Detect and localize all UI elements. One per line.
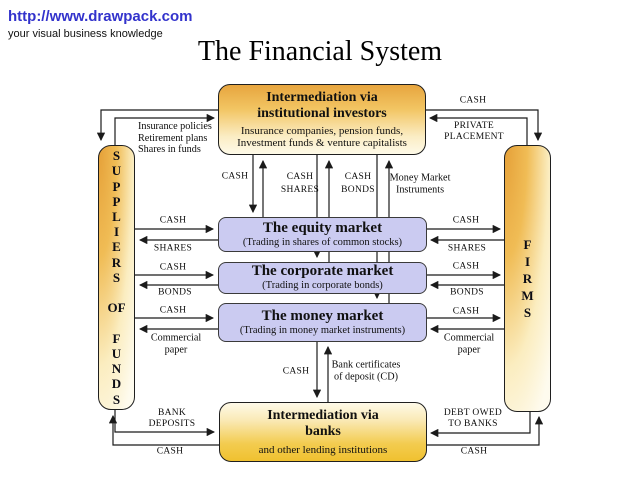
- site-tagline: your visual business knowledge: [8, 28, 163, 40]
- label-right-equity-shares: SHARES: [447, 243, 487, 254]
- institutional-investors-title: Intermediation via institutional investo…: [257, 90, 387, 121]
- bank-intermediation-title: Intermediation via banks: [267, 408, 379, 439]
- arrow-debt-to-banks: [429, 412, 531, 438]
- bank-intermediation-subtitle: and other lending institutions: [258, 444, 388, 456]
- label-insurance-policies: Insurance policies Retirement plans Shar…: [138, 121, 212, 155]
- corporate-market-subtitle: (Trading in corporate bonds): [262, 280, 383, 291]
- equity-market-box: The equity market (Trading in shares of …: [218, 217, 427, 252]
- label-cash-top-right: CASH: [459, 95, 487, 106]
- label-mid-cash: CASH: [221, 171, 249, 182]
- label-left-commercial-paper: Commercial paper: [150, 332, 202, 356]
- bank-intermediation-box: Intermediation via banks and other lendi…: [219, 402, 427, 462]
- label-bottom-right-cash: CASH: [460, 446, 488, 457]
- corporate-market-title: The corporate market: [251, 263, 394, 279]
- label-left-equity-shares: SHARES: [153, 243, 193, 254]
- label-bank-deposits: BANK DEPOSITS: [148, 408, 196, 429]
- bottom-corner-connectors: [108, 410, 544, 446]
- money-market-title: The money market: [261, 307, 384, 324]
- suppliers-of-funds-box: S U P P L I E R S OF F U N D S: [98, 145, 135, 410]
- label-mid-cash-shares: CASH SHARES: [280, 172, 320, 195]
- label-right-equity-cash: CASH: [452, 215, 480, 226]
- top-corner-connectors: [96, 109, 543, 145]
- label-left-corporate-bonds: BONDS: [158, 287, 192, 298]
- label-right-corporate-cash: CASH: [452, 261, 480, 272]
- suppliers-of-funds-label: S U P P L I E R S OF F U N D S: [107, 148, 126, 407]
- arrow-banks-cash-firms: [427, 415, 544, 446]
- institutional-investors-box: Intermediation via institutional investo…: [218, 84, 426, 155]
- arrow-suppliers-to-investors: [114, 113, 216, 145]
- label-debt-owed: DEBT OWED TO BANKS: [443, 408, 503, 429]
- market-firm-connectors: [427, 224, 504, 334]
- label-left-corporate-cash: CASH: [159, 262, 187, 273]
- label-bank-cash: CASH: [282, 366, 310, 377]
- label-right-corporate-bonds: BONDS: [450, 287, 484, 298]
- firms-label: F I R M S: [521, 237, 534, 320]
- label-right-commercial-paper: Commercial paper: [443, 332, 495, 356]
- label-money-market-instruments: Money Market Instruments: [389, 172, 451, 196]
- money-bank-connectors: [312, 342, 333, 402]
- arrow-firms-private-placement: [428, 113, 528, 145]
- label-right-money-cash: CASH: [452, 306, 480, 317]
- money-market-box: The money market (Trading in money marke…: [218, 303, 427, 342]
- label-left-equity-cash: CASH: [159, 215, 187, 226]
- label-bottom-left-cash: CASH: [156, 446, 184, 457]
- money-market-subtitle: (Trading in money market instruments): [239, 324, 406, 336]
- arrow-investors-cash-to-firms: [426, 109, 543, 142]
- institutional-investors-subtitle: Insurance companies, pension funds, Inve…: [237, 125, 407, 149]
- label-left-money-cash: CASH: [159, 305, 187, 316]
- supplier-market-connectors: [135, 224, 218, 334]
- corporate-market-box: The corporate market (Trading in corpora…: [218, 262, 427, 294]
- label-mid-cash-bonds: CASH BONDS: [341, 172, 375, 195]
- arrow-investors-to-suppliers: [96, 109, 218, 142]
- equity-market-title: The equity market: [262, 219, 383, 236]
- label-private-placement: PRIVATE PLACEMENT: [444, 121, 504, 142]
- label-bank-cd: Bank certificates of deposit (CD): [331, 359, 401, 383]
- page-title: The Financial System: [197, 36, 443, 67]
- drawpack-url-link[interactable]: http://www.drawpack.com: [8, 8, 193, 25]
- arrow-banks-cash-suppliers: [108, 414, 219, 446]
- equity-market-subtitle: (Trading in shares of common stocks): [242, 236, 403, 248]
- firms-box: F I R M S: [504, 145, 551, 412]
